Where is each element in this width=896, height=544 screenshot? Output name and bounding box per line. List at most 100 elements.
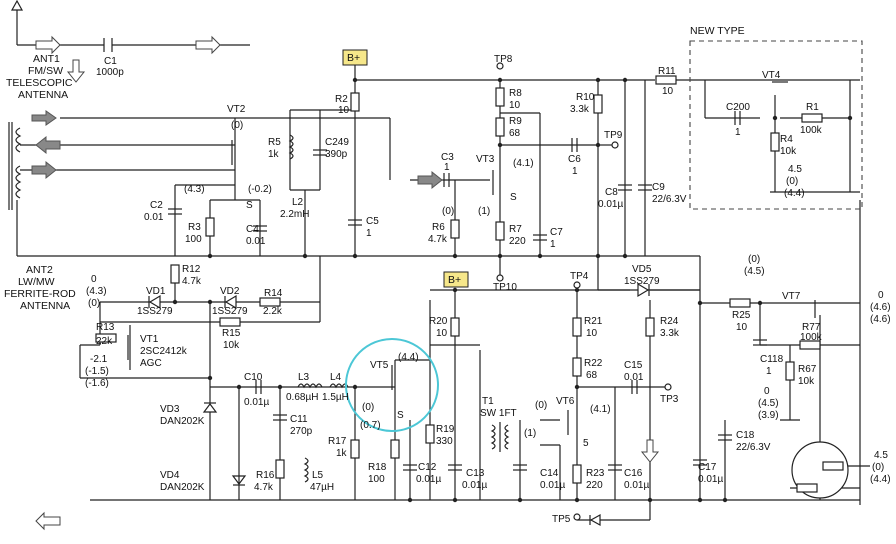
r10-value: 3.3k (570, 104, 590, 115)
r19-label: R19 (436, 424, 455, 435)
c17-label: C17 (698, 462, 717, 473)
vt5-voltage: (4.4) (398, 352, 419, 363)
l5-label: L5 (312, 470, 324, 481)
c8-value: 0.01µ (598, 199, 623, 210)
ant1-label: TELESCOPIC (6, 77, 73, 89)
r11-value: 10 (662, 86, 674, 97)
ant1-label: ANT1 (33, 53, 60, 65)
vt6-voltage: (4.1) (590, 404, 611, 415)
signal-arrow-icon (195, 35, 221, 55)
c249-label: C249 (325, 137, 349, 148)
vt2-voltage: (0) (231, 120, 243, 131)
r24-label: R24 (660, 316, 679, 327)
signal-arrow-icon (35, 135, 61, 155)
vt5-voltage: (0.7) (360, 420, 381, 431)
c16-label: C16 (624, 468, 643, 479)
signal-arrows (31, 35, 660, 531)
new-type-box (689, 40, 863, 210)
output-voltage: 0 (878, 290, 884, 301)
r25-value: 10 (736, 322, 748, 333)
r15-label: R15 (222, 328, 241, 339)
tp10-label: TP10 (493, 282, 517, 293)
c6-label: C6 (568, 154, 581, 165)
r4-label: R4 (780, 134, 793, 145)
vt7-voltage: (4.5) (744, 266, 765, 277)
r3-label: R3 (188, 222, 201, 233)
b-plus-badge (443, 271, 469, 288)
c1-label: C1 (104, 56, 117, 67)
vd4-label: VD4 (160, 470, 180, 481)
c5-value: 1 (366, 228, 372, 239)
wiring (10, 0, 870, 521)
vt7-voltage: (0) (748, 254, 760, 265)
r23-value: 220 (586, 480, 603, 491)
antenna-symbol (10, 0, 24, 11)
tp5-label: TP5 (552, 514, 571, 525)
l2-label: L2 (292, 197, 304, 208)
b-plus-badge (342, 49, 368, 66)
tp4-label: TP4 (570, 271, 589, 282)
vt2-voltage: (-0.2) (248, 184, 272, 195)
vd1-value: 1SS279 (137, 306, 173, 317)
c249-value: 390p (325, 149, 348, 160)
new-type-label: NEW TYPE (690, 25, 745, 37)
c16-value: 0.01µ (624, 480, 649, 491)
r9-label: R9 (509, 116, 522, 127)
c14-label: C14 (540, 468, 559, 479)
c118-label: C118 (760, 354, 784, 365)
c4-label: C4 (246, 224, 259, 235)
vt6-label: VT6 (556, 396, 575, 407)
r17-label: R17 (328, 436, 347, 447)
r11-label: R11 (658, 66, 676, 77)
vd2-label: VD2 (220, 286, 240, 297)
regulator-voltage: 4.5 (874, 450, 888, 461)
ant2-label: ANTENNA (20, 300, 70, 312)
vt5-voltage: (0) (362, 402, 374, 413)
tp9-label: TP9 (604, 130, 623, 141)
c3-value: 1 (444, 162, 450, 173)
c17-value: 0.01µ (698, 474, 723, 485)
vd3-label: VD3 (160, 404, 180, 415)
r14-label: R14 (264, 288, 283, 299)
labels: ANT1 FM/SW TELESCOPIC ANTENNA ANT2 LW/MW… (4, 25, 891, 525)
signal-arrow-icon (66, 59, 86, 83)
c11-label: C11 (290, 414, 308, 425)
r18-label: R18 (368, 462, 387, 473)
vt6-voltage: (0) (535, 400, 547, 411)
c10-value: 0.01µ (244, 397, 269, 408)
vt1-voltage: (-1.5) (85, 366, 109, 377)
t1-label: T1 (482, 396, 494, 407)
r16-label: R16 (256, 470, 275, 481)
vt2-label: VT2 (227, 104, 246, 115)
r6-label: R6 (432, 222, 445, 233)
r77-label: R77 (802, 322, 821, 333)
vd4-value: DAN202K (160, 482, 205, 493)
c12-label: C12 (418, 462, 437, 473)
c6-value: 1 (572, 166, 578, 177)
r14-value: 2.2k (263, 306, 283, 317)
inductors (288, 134, 510, 483)
r23-label: R23 (586, 468, 605, 479)
r67-label: R67 (798, 364, 817, 375)
r24-value: 3.3k (660, 328, 680, 339)
r21-value: 10 (586, 328, 598, 339)
vt6-pin: 5 (583, 438, 589, 449)
r8-label: R8 (509, 88, 522, 99)
r10-label: R10 (576, 92, 595, 103)
vt1-voltage: (4.3) (86, 286, 107, 297)
c8-label: C8 (605, 187, 618, 198)
vt4-label: VT4 (762, 70, 781, 81)
source-label: S (246, 200, 253, 211)
c1-value: 1000p (96, 67, 124, 78)
vt1-voltage: 0 (91, 274, 97, 285)
c200-label: C200 (726, 102, 750, 113)
r22-value: 68 (586, 370, 598, 381)
r67-value: 10k (798, 376, 815, 387)
c2-value: 0.01 (144, 212, 164, 223)
b-plus-label: B+ (448, 274, 461, 286)
vd3-value: DAN202K (160, 416, 205, 427)
vt2-voltage: (4.3) (184, 184, 205, 195)
vt5-label: VT5 (370, 360, 389, 371)
diodes (148, 282, 650, 527)
